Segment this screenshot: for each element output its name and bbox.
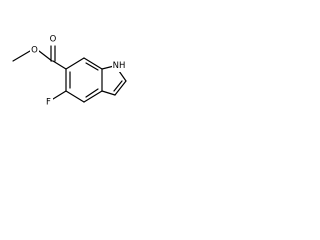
bond-inner-c7-c7a (85, 62, 99, 71)
molecule-structure: O O F NH (12, 34, 127, 108)
bond-c5-fluorine (52, 90, 67, 100)
carbonyl-oxygen-label: O (50, 35, 57, 45)
bond-c3a-c4 (83, 90, 103, 103)
bond-c7-c7a (83, 57, 103, 70)
bond-carbonyl-ring (52, 60, 67, 70)
structure-canvas: O O F NH (0, 0, 152, 152)
fluorine-label: F (46, 98, 51, 108)
bond-c2-c3 (114, 80, 127, 96)
bond-c2-c3-double (113, 80, 123, 92)
bond-inner-c3a-c4 (85, 88, 99, 98)
bonds (12, 45, 127, 103)
bond-c4-c5 (65, 90, 85, 103)
bond-c6-c7 (65, 57, 85, 70)
bond-c3-c3a (101, 90, 116, 96)
nitrogen-label: NH (113, 61, 126, 71)
bond-methyl-oxygen (12, 50, 31, 62)
ether-oxygen-label: O (31, 46, 38, 56)
bond-oxygen-carbonyl-carbon (38, 50, 53, 62)
atom-labels: O O F NH (30, 34, 126, 108)
bond-n1-c2 (118, 70, 127, 82)
